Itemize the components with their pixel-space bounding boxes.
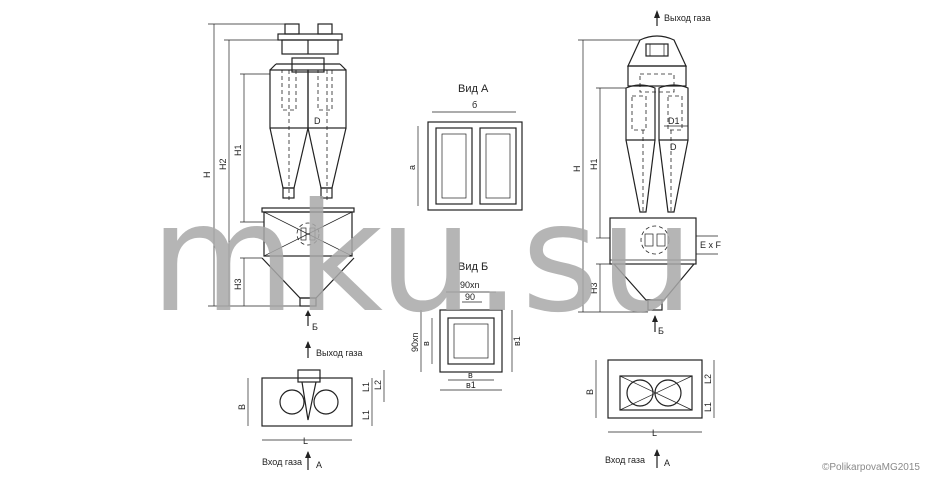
left-plan-l2: L2	[373, 380, 383, 390]
right-view-a-arrow: A	[664, 458, 670, 468]
left-plan-b: B	[237, 404, 247, 410]
view-a-height: а	[407, 165, 417, 170]
view-b-inner: в	[468, 370, 473, 380]
view-b-block: Вид Б 90xn 90 90xn в в1 в в1	[410, 261, 522, 391]
right-plan-l1: L1	[703, 402, 713, 412]
view-b-outer: 90xn	[460, 280, 480, 290]
left-plan-l1-top: L1	[361, 382, 371, 392]
right-plan-l2: L2	[703, 374, 713, 384]
copyright-text: ©PolikarpovaMG2015	[822, 462, 920, 473]
right-gas-in-label: Вход газа	[605, 455, 645, 465]
right-cyclone-plan: B L2 L1 L Вход газа A	[585, 359, 715, 468]
left-cyclone-elevation: Б H H2 H1 H3 D	[202, 23, 355, 332]
left-dim-h3: H3	[233, 278, 243, 290]
left-bottom-port-label: Б	[312, 322, 318, 332]
right-dim-d: D	[670, 142, 677, 152]
left-dim-h: H	[202, 172, 212, 179]
view-a-width: б	[472, 100, 477, 110]
watermark-text: mku.su	[150, 172, 694, 346]
right-bottom-port-label: Б	[658, 326, 664, 336]
view-b-step: 90	[465, 292, 475, 302]
left-dim-h2: H2	[218, 158, 228, 170]
view-b-outer-b: в1	[466, 380, 476, 390]
right-dim-h1: H1	[589, 158, 599, 170]
left-view-a-arrow: A	[316, 460, 322, 470]
left-gas-in-label: Вход газа	[262, 457, 302, 467]
right-dim-h3: H3	[589, 282, 599, 294]
left-dim-h1: H1	[233, 144, 243, 156]
right-plan-l: L	[652, 428, 657, 438]
left-plan-l: L	[303, 436, 308, 446]
left-cyclone-plan: Выход газа B L1 L1 L2 L Вход газа A	[237, 341, 385, 470]
view-b-title: Вид Б	[458, 261, 488, 273]
right-plan-b: B	[585, 389, 595, 395]
right-gas-out-label: Выход газа	[664, 13, 711, 23]
view-b-outer-h: в1	[512, 336, 522, 346]
right-dim-h: H	[572, 166, 582, 173]
view-a-block: Вид А б а	[407, 83, 523, 211]
right-cyclone-elevation: Выход газа E x F Б	[572, 10, 722, 336]
left-dim-d: D	[314, 116, 321, 126]
view-b-side: 90xn	[410, 332, 420, 352]
right-dim-d1: D1	[668, 116, 680, 126]
right-dim-exf: E x F	[700, 240, 722, 250]
view-b-inner-h: в	[421, 341, 431, 346]
left-gas-out-label: Выход газа	[316, 348, 363, 358]
left-plan-l1-bottom: L1	[361, 410, 371, 420]
view-a-title: Вид А	[458, 83, 489, 95]
